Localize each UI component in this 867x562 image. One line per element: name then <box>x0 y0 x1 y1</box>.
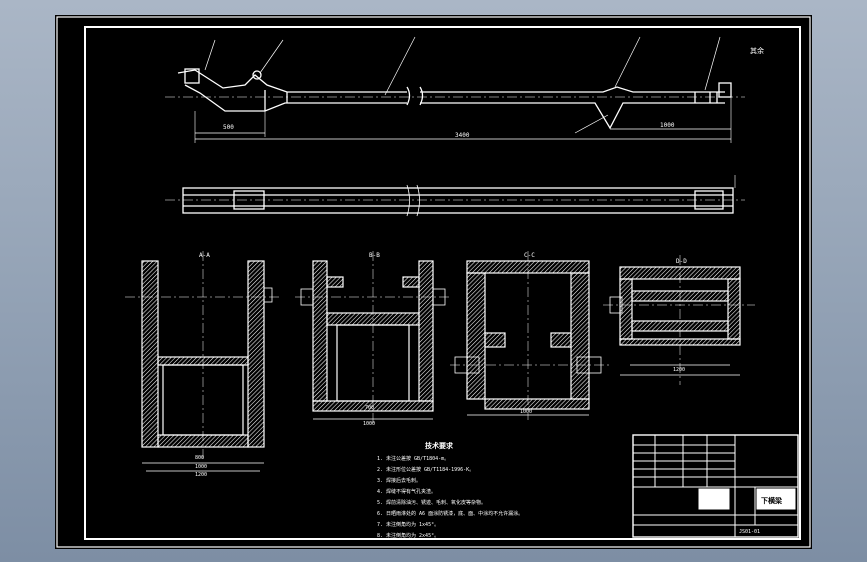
section-a-label: A-A <box>199 252 210 259</box>
title-block-drawing-no: JS01-01 <box>739 529 760 535</box>
technical-notes: 技术要求 1. 未注公差按 GB/T1804-m。 2. 未注形位公差按 GB/… <box>377 441 523 539</box>
cad-viewport[interactable]: 500 3400 1000 其余 A-A 800 1000 1200 <box>55 15 812 549</box>
section-c-label: C-C <box>524 252 535 259</box>
note-2: 2. 未注形位公差按 GB/T1184-1996-K。 <box>377 466 474 473</box>
sec4-dim: 1200 <box>673 367 685 373</box>
sec3-dim: 1000 <box>520 409 532 415</box>
inner-border <box>84 26 801 540</box>
section-b-label: B-B <box>369 252 380 259</box>
section-d-view <box>603 255 755 385</box>
sec1-dim-1: 800 <box>195 455 204 461</box>
sec1-dim-2: 1000 <box>195 464 207 470</box>
outer-border <box>56 16 811 548</box>
note-3: 3. 焊接后去毛刺。 <box>377 477 421 484</box>
dim-top-right: 1000 <box>660 122 675 129</box>
cad-drawing: 500 3400 1000 其余 A-A 800 1000 1200 <box>56 16 811 548</box>
sec2-dim-1: 700 <box>365 405 374 411</box>
front-elevation-view <box>165 36 745 143</box>
note-7: 7. 未注倒角均为 1x45°。 <box>377 521 439 528</box>
section-a-view <box>125 251 280 472</box>
section-b-view <box>295 251 450 425</box>
plan-view <box>165 175 745 217</box>
note-5: 5. 焊前清除油污、锈迹、毛刺、氧化皮等杂物。 <box>377 499 486 506</box>
dim-top-left: 500 <box>223 124 234 131</box>
note-1: 1. 未注公差按 GB/T1804-m。 <box>377 455 449 462</box>
roughness-note: 其余 <box>750 46 764 55</box>
dim-top-total: 3400 <box>455 132 470 139</box>
note-6: 6. 日晒雨淋处的 A6 面涂防锈漆，底、面、中涂均不允许漏涂。 <box>377 510 523 517</box>
note-4: 4. 焊缝不得有气孔夹渣。 <box>377 488 436 495</box>
notes-title: 技术要求 <box>425 441 454 450</box>
section-d-label: D-D <box>676 258 687 265</box>
sec2-dim-2: 1000 <box>363 421 375 427</box>
title-block <box>632 434 799 538</box>
section-c-view <box>450 251 610 420</box>
note-8: 8. 未注倒角均为 2x45°。 <box>377 532 439 539</box>
sec1-dim-3: 1200 <box>195 472 207 478</box>
title-block-name: 下横梁 <box>761 496 783 505</box>
